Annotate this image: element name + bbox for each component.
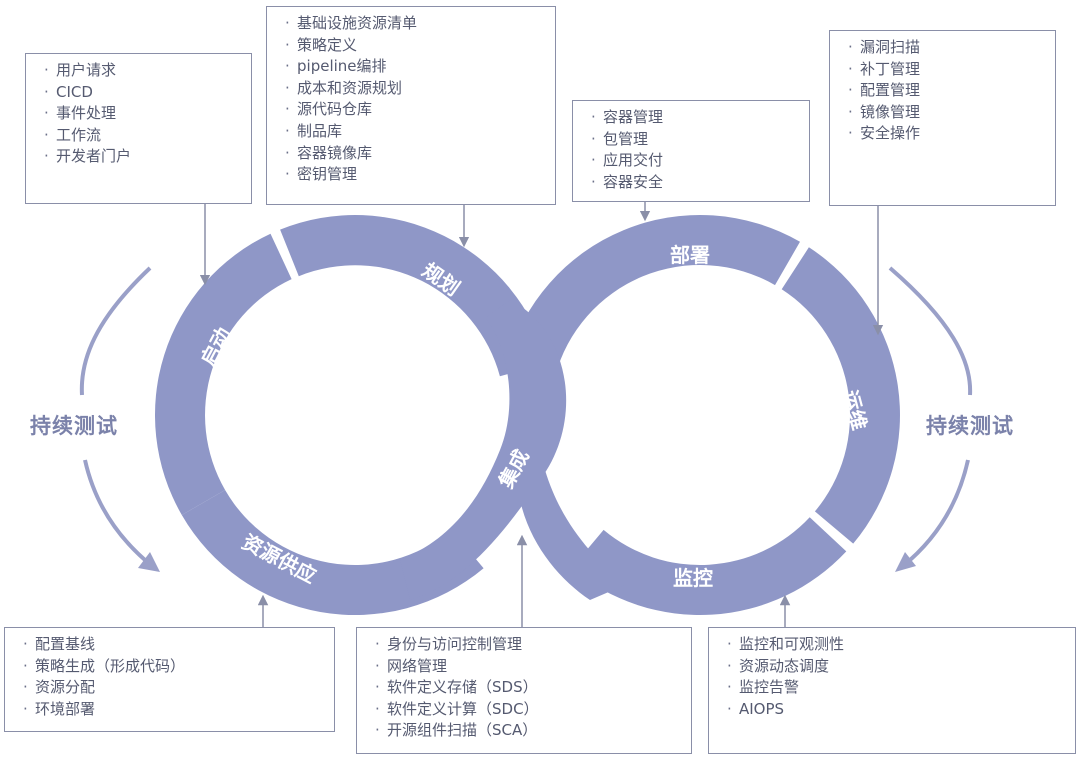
box-provision: 配置基线 策略生成（形成代码） 资源分配 环境部署 [4,627,335,732]
list-item: 容器管理 [591,107,799,129]
list-item: 开发者门户 [44,146,241,168]
side-label-left: 持续测试 [30,414,118,438]
list-item: 镜像管理 [848,102,1045,124]
list-item: 制品库 [285,121,545,143]
list-item: 网络管理 [375,656,681,678]
list-item: 资源动态调度 [727,656,1065,678]
list-item: 应用交付 [591,150,799,172]
list-item: 监控和可观测性 [727,634,1065,656]
list-item: 漏洞扫描 [848,37,1045,59]
left-loop-arrow-bottom [83,459,154,568]
list-item: 补丁管理 [848,59,1045,81]
list-item: 工作流 [44,125,241,147]
list-item: 事件处理 [44,103,241,125]
list-item: 基础设施资源清单 [285,13,545,35]
box-deploy: 容器管理 包管理 应用交付 容器安全 [572,100,810,202]
list-item: 配置管理 [848,80,1045,102]
right-loop-arrow-top [888,266,973,396]
left-loop-arrow-top [79,266,152,396]
segment-label-deploy: 部署 [670,243,710,267]
list-item: 开源组件扫描（SCA） [375,720,681,742]
list-item: AIOPS [727,699,1065,721]
right-arrowhead [895,552,916,572]
left-arrowhead [138,552,160,572]
segment-plan [280,215,549,377]
list-item: 身份与访问控制管理 [375,634,681,656]
list-item: 监控告警 [727,677,1065,699]
list-item: 源代码仓库 [285,99,545,121]
box-ops: 漏洞扫描 补丁管理 配置管理 镜像管理 安全操作 [829,30,1056,206]
segment-label-monitor: 监控 [673,566,713,590]
box-monitor: 监控和可观测性 资源动态调度 监控告警 AIOPS [708,627,1076,754]
side-label-right: 持续测试 [926,414,1014,438]
list-item: 策略生成（形成代码） [23,656,324,678]
list-item: 配置基线 [23,634,324,656]
segment-deploy [506,214,800,377]
list-item: 容器安全 [591,172,799,194]
list-item: 容器镜像库 [285,143,545,165]
list-item: 软件定义计算（SDC） [375,699,681,721]
right-loop-arrow-bottom [901,459,970,568]
segment-ops [781,247,900,544]
list-item: 包管理 [591,129,799,151]
list-item: 环境部署 [23,699,324,721]
list-item: pipeline编排 [285,56,545,78]
box-start: 用户请求 CICD 事件处理 工作流 开发者门户 [25,53,252,204]
segment-monitor [571,517,847,616]
segment-start [154,233,292,515]
list-item: 安全操作 [848,123,1045,145]
list-item: 成本和资源规划 [285,78,545,100]
list-item: 策略定义 [285,35,545,57]
list-item: 密钥管理 [285,164,545,186]
segment-integrate-lower [520,470,625,600]
list-item: 资源分配 [23,677,324,699]
box-plan: 基础设施资源清单 策略定义 pipeline编排 成本和资源规划 源代码仓库 制… [266,6,556,205]
list-item: CICD [44,82,241,104]
segment-integrate [400,300,567,600]
box-integrate: 身份与访问控制管理 网络管理 软件定义存储（SDS） 软件定义计算（SDC） 开… [356,627,692,754]
list-item: 用户请求 [44,60,241,82]
list-item: 软件定义存储（SDS） [375,677,681,699]
